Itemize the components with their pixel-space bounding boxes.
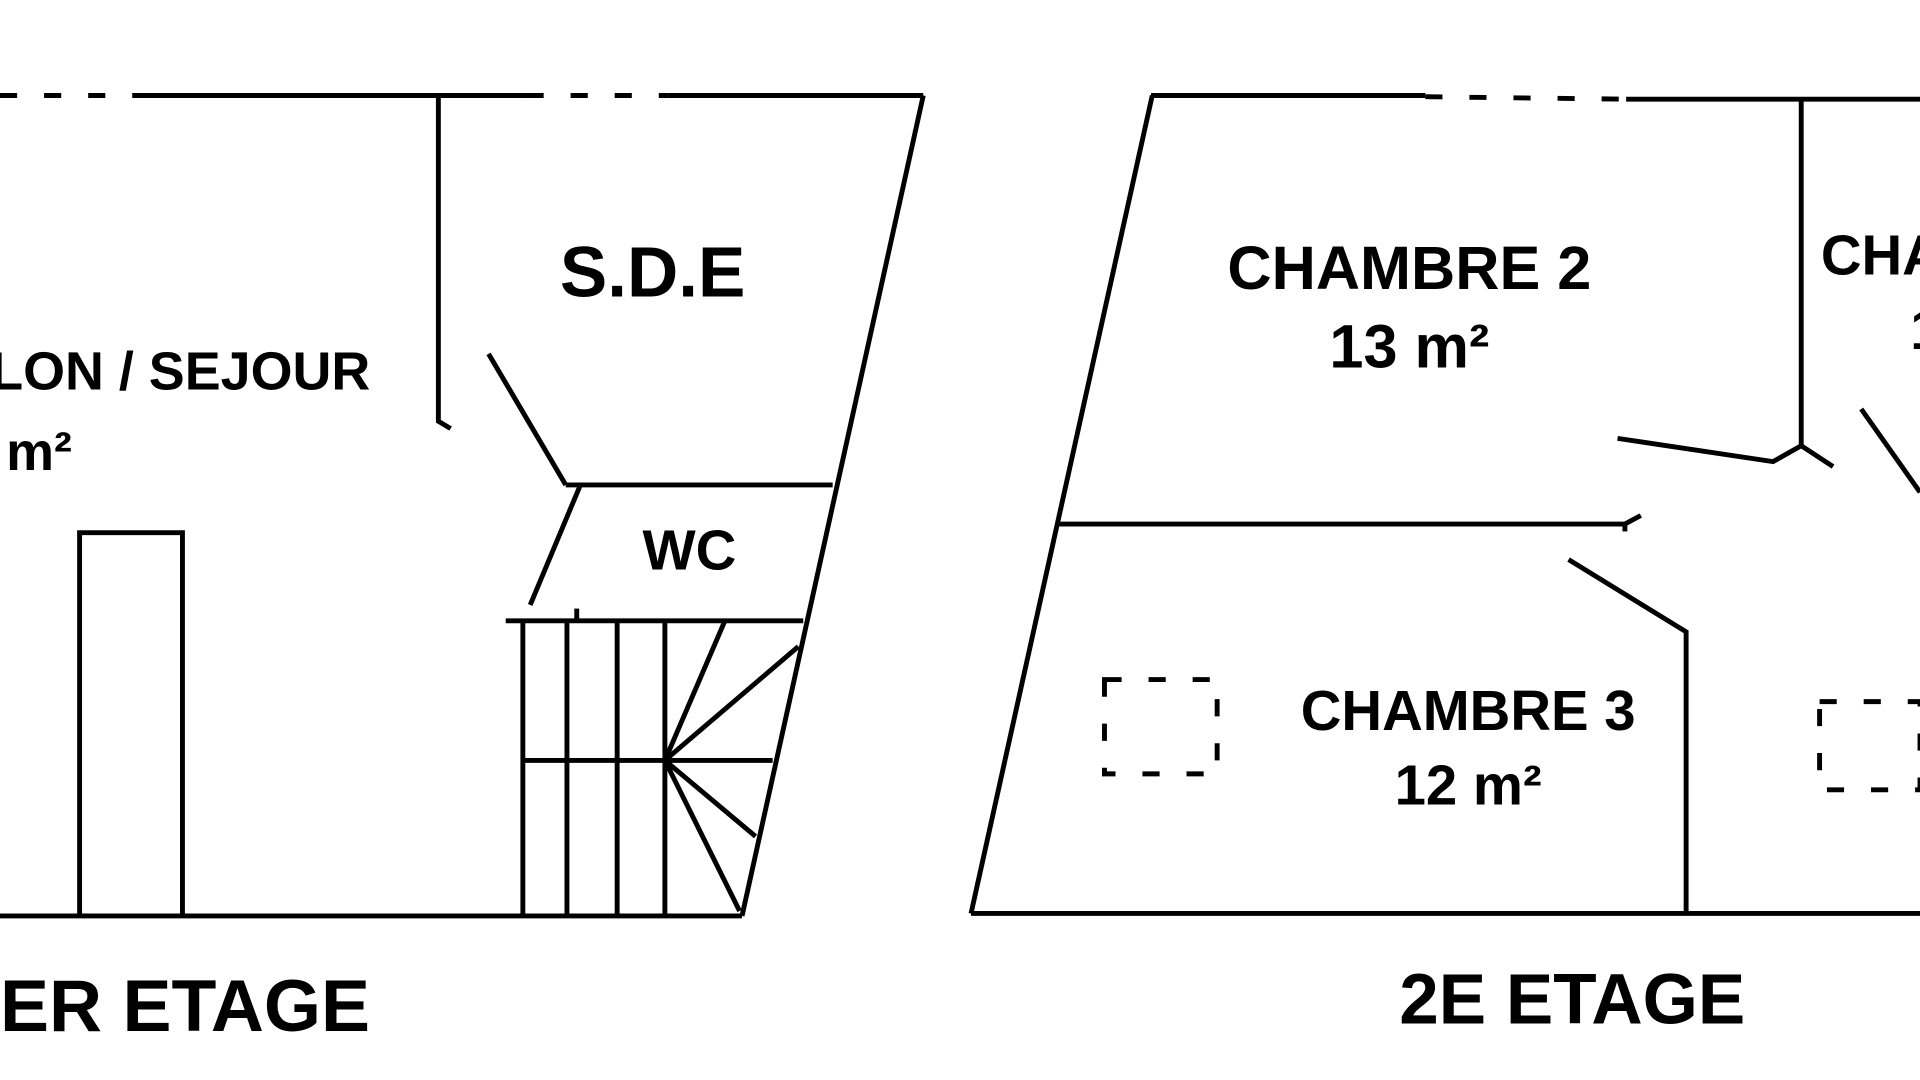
wall (1059, 513, 1642, 527)
skylight (1817, 699, 1920, 793)
room-name-salon: LON / SEJOUR (0, 341, 370, 401)
floor-label-second: 2E ETAGE (1399, 961, 1745, 1040)
door (527, 483, 583, 606)
opening (77, 530, 185, 916)
door (486, 352, 568, 487)
wall (435, 95, 452, 431)
door (1859, 407, 1920, 494)
room-area-chambre-3: 12 m² (1395, 753, 1542, 816)
second-floor-plan: CHAMBRE 2 13 m² CHA 1 CHAMBRE 3 12 m² 2E… (968, 93, 1920, 1040)
skylight (1102, 677, 1220, 777)
room-name-chambre-2: CHAMBRE 2 (1227, 234, 1591, 302)
door (1617, 435, 1835, 469)
room-name-chambre-1: CHA (1821, 223, 1920, 286)
room-name-sde: S.D.E (560, 233, 745, 312)
slanted-wall (739, 94, 926, 917)
first-floor-plan: LON / SEJOUR m² S.D.E WC ER ETAGE (0, 93, 926, 1047)
room-area-chambre-1: 1 (1910, 298, 1920, 361)
staircase (520, 608, 800, 916)
door (1567, 557, 1689, 914)
dashed-wall (1425, 94, 1627, 102)
room-name-wc: WC (642, 518, 736, 581)
room-area-salon: m² (6, 422, 72, 482)
slanted-wall (968, 94, 1155, 914)
floor-label-first: ER ETAGE (0, 964, 370, 1047)
room-name-chambre-3: CHAMBRE 3 (1301, 679, 1636, 742)
room-area-chambre-2: 13 m² (1329, 312, 1489, 380)
